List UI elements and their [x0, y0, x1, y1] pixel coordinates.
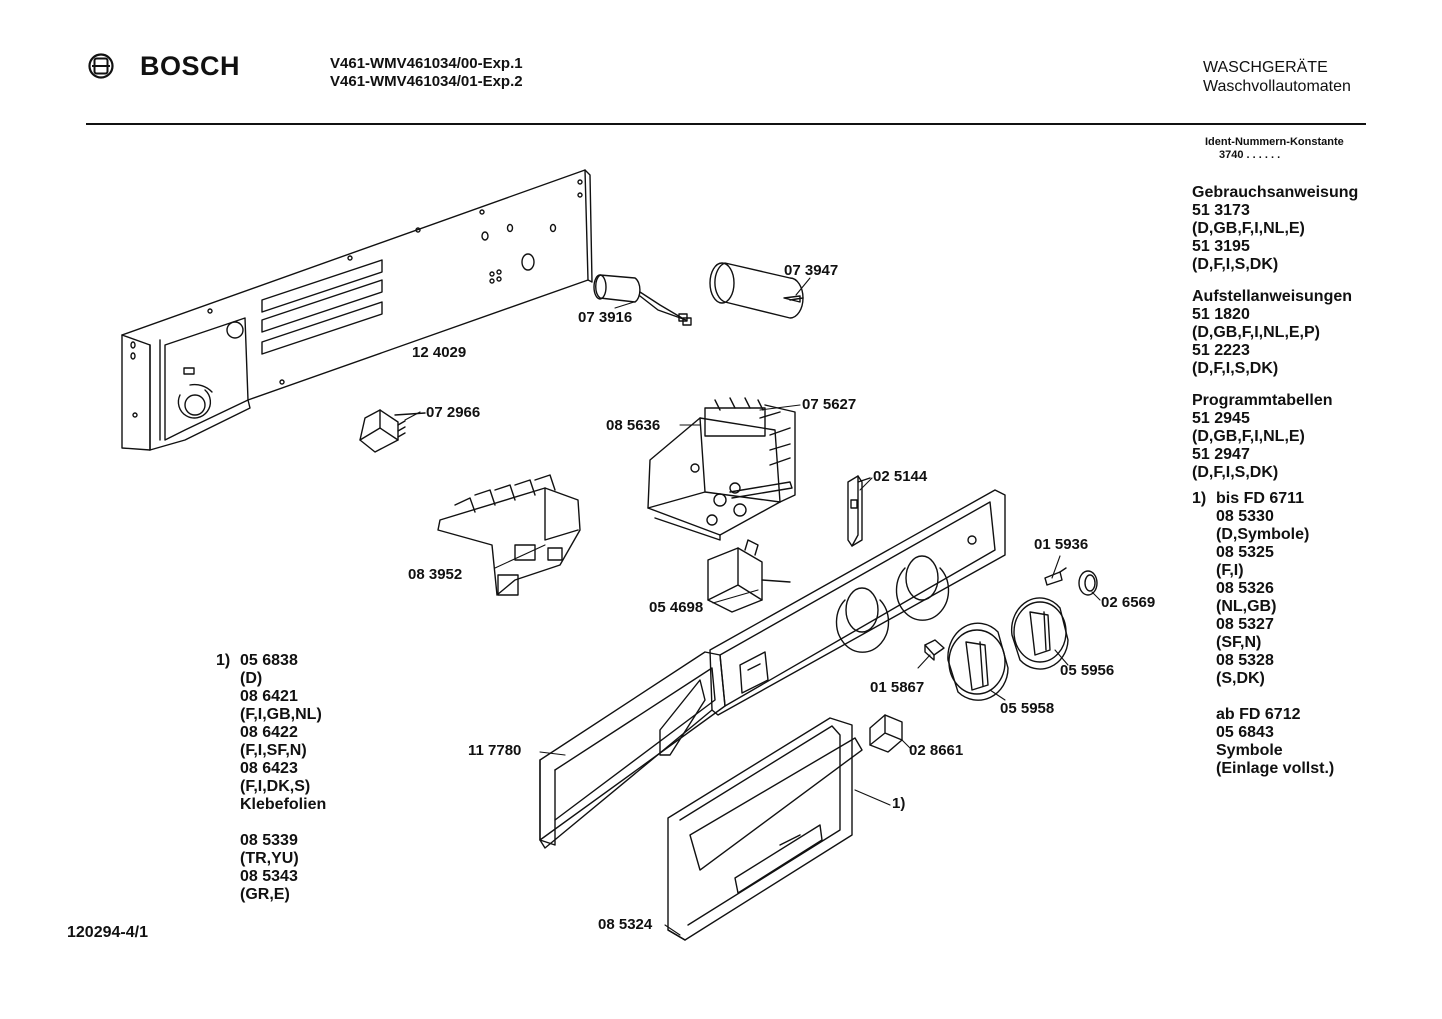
- footnote-line: 08 6422: [240, 724, 298, 741]
- part-label-015867: 01 5867: [870, 679, 925, 696]
- footnote-line: 08 5330: [1216, 508, 1274, 525]
- ring-026569: [1078, 570, 1098, 596]
- doc-line: (D,GB,F,I,NL,E,P): [1192, 324, 1320, 341]
- part-label-028661: 02 8661: [909, 742, 964, 759]
- doc-group-gebrauchsanweisung: Gebrauchsanweisung 51 3173 (D,GB,F,I,NL,…: [1192, 184, 1358, 274]
- doc-line: (D,GB,F,I,NL,E): [1192, 428, 1305, 445]
- part-label-015936: 01 5936: [1034, 536, 1089, 553]
- footnote-line: Klebefolien: [240, 796, 327, 813]
- doc-heading: Aufstellanweisungen: [1192, 288, 1353, 305]
- category-subtitle: Waschvollautomaten: [1203, 78, 1351, 95]
- footnote-line: (S,DK): [1216, 670, 1265, 687]
- model-line-2: V461-WMV461034/01-Exp.2: [330, 73, 523, 90]
- part-label-054698: 05 4698: [649, 599, 704, 616]
- doc-line: 51 1820: [1192, 306, 1250, 323]
- doc-line: 51 3195: [1192, 238, 1250, 255]
- footnote-line: (Einlage vollst.): [1216, 760, 1335, 777]
- part-label-026569: 02 6569: [1101, 594, 1156, 611]
- footnote-line: bis FD 6711: [1216, 490, 1305, 507]
- doc-line: 51 2223: [1192, 342, 1250, 359]
- part-label-055958: 05 5958: [1000, 700, 1055, 717]
- switch-block-083952: [437, 474, 581, 596]
- footnote-line: ab FD 6712: [1216, 706, 1301, 723]
- footnote-line: (F,I,GB,NL): [240, 706, 322, 723]
- footnote-line: 08 5326: [1216, 580, 1274, 597]
- part-label-073947: 07 3947: [784, 262, 839, 279]
- footnote-line: 05 6838: [240, 652, 298, 669]
- capacitor-small-073916: [593, 274, 692, 326]
- model-line-1: V461-WMV461034/00-Exp.1: [330, 55, 523, 72]
- footnote-line: 08 5339: [240, 832, 298, 849]
- footnote-line: (NL,GB): [1216, 598, 1277, 615]
- knob-055958: [947, 622, 1009, 701]
- footnote-line: 05 6843: [1216, 724, 1274, 741]
- doc-line: (D,F,I,S,DK): [1192, 360, 1279, 377]
- footnote-line: 08 6421: [240, 688, 298, 705]
- switch-054698: [707, 539, 791, 613]
- footnote-marker: 1): [1192, 490, 1207, 507]
- footnote-line: 08 5328: [1216, 652, 1274, 669]
- doc-heading: Programmtabellen: [1192, 392, 1333, 409]
- footnote-line: 08 6423: [240, 760, 298, 777]
- footnote-line: (D,Symbole): [1216, 526, 1310, 543]
- part-label-085636: 08 5636: [606, 417, 661, 434]
- switch-072966: [359, 409, 426, 453]
- part-label-117780: 11 7780: [468, 742, 522, 759]
- part-label-072966: 07 2966: [426, 404, 481, 421]
- footnote-marker: 1): [216, 652, 231, 669]
- frame-panel-124029: [121, 169, 593, 451]
- part-label-025144: 02 5144: [873, 468, 928, 485]
- drawer-front-085324: [667, 717, 863, 941]
- footnote-line: (GR,E): [240, 886, 290, 903]
- part-label-083952: 08 3952: [408, 566, 463, 583]
- doc-heading: Gebrauchsanweisung: [1192, 184, 1359, 201]
- category-title: WASCHGERÄTE: [1203, 59, 1328, 76]
- brand-name: BOSCH: [140, 51, 241, 81]
- footnote-line: (SF,N): [1216, 634, 1262, 651]
- drawing-number: 120294-4/1: [67, 924, 148, 941]
- ident-label: Ident-Nummern-Konstante: [1205, 136, 1344, 148]
- ident-value: 3740 . . . . . .: [1219, 149, 1281, 161]
- footnote-line: 08 5343: [240, 868, 298, 885]
- leader-lines: [404, 277, 1101, 936]
- doc-group-aufstellanweisungen: Aufstellanweisungen 51 1820 (D,GB,F,I,NL…: [1192, 288, 1358, 378]
- part-label-085324: 08 5324: [598, 916, 653, 933]
- part-label-073916: 07 3916: [578, 309, 633, 326]
- doc-line: 51 3173: [1192, 202, 1250, 219]
- footnote-right: 1) bis FD 6711 08 5330 (D,Symbole) 08 53…: [1192, 490, 1334, 778]
- footnote-left: 1) 05 6838 (D) 08 6421 (F,I,GB,NL) 08 64…: [216, 652, 326, 904]
- doc-line: (D,F,I,S,DK): [1192, 464, 1279, 481]
- ident-block: Ident-Nummern-Konstante 3740 . . . . . .: [1205, 136, 1344, 162]
- capacitor-large-073947: [709, 262, 804, 319]
- knob-055956: [1010, 597, 1069, 670]
- screw-015936: [1044, 567, 1067, 586]
- part-label-footnote: 1): [892, 795, 906, 812]
- footnote-line: (F,I,DK,S): [240, 778, 311, 795]
- footnote-line: (TR,YU): [240, 850, 299, 867]
- part-label-075627: 07 5627: [802, 396, 857, 413]
- program-timer-085636: [647, 397, 796, 541]
- header-divider: [86, 123, 1366, 125]
- footnote-line: 08 5325: [1216, 544, 1274, 561]
- cap-028661: [869, 714, 903, 753]
- doc-group-programmtabellen: Programmtabellen 51 2945 (D,GB,F,I,NL,E)…: [1192, 392, 1358, 482]
- control-panel-117780: [539, 489, 1006, 849]
- part-label-055956: 05 5956: [1060, 662, 1115, 679]
- doc-line: (D,GB,F,I,NL,E): [1192, 220, 1305, 237]
- part-label-124029: 12 4029: [412, 344, 467, 361]
- footnote-line: (F,I,SF,N): [240, 742, 307, 759]
- part-025144: [847, 475, 871, 547]
- doc-line: 51 2945: [1192, 410, 1250, 427]
- footnote-line: (F,I): [1216, 562, 1244, 579]
- documents-list: Gebrauchsanweisung 51 3173 (D,GB,F,I,NL,…: [1192, 184, 1358, 496]
- doc-line: 51 2947: [1192, 446, 1250, 463]
- footnote-line: Symbole: [1216, 742, 1283, 759]
- bosch-logo-icon: [88, 53, 114, 79]
- footnote-line: (D): [240, 670, 263, 687]
- doc-line: (D,F,I,S,DK): [1192, 256, 1279, 273]
- footnote-line: 08 5327: [1216, 616, 1274, 633]
